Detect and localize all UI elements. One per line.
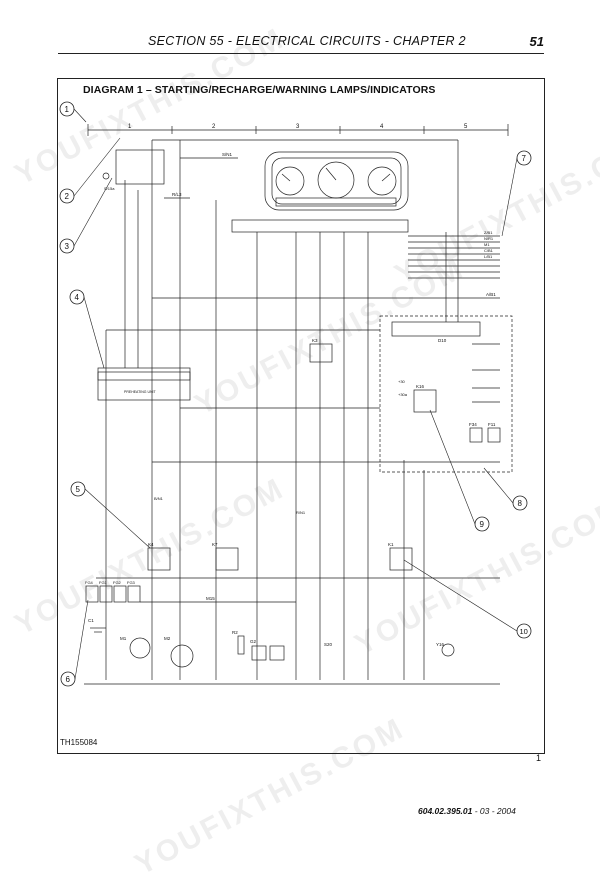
component-label: K7 <box>212 542 218 547</box>
alternator-icon <box>170 644 194 668</box>
diagram-title: DIAGRAM 1 – STARTING/RECHARGE/WARNING LA… <box>83 84 436 96</box>
component-label: R2 <box>232 630 238 635</box>
diagram-frame <box>57 78 545 754</box>
wire-label: M1 <box>484 242 490 247</box>
wire-label: C/B1 <box>484 248 494 253</box>
component-label: Y16 <box>436 642 445 647</box>
component-label: FG1 <box>99 580 108 585</box>
section-title: SECTION 55 - ELECTRICAL CIRCUITS - CHAPT… <box>148 34 466 48</box>
callout-number: 10 <box>520 627 528 636</box>
wire-label: +30a <box>398 392 408 397</box>
component-label: FG3 <box>127 580 136 585</box>
component-label: S/15a <box>104 186 115 191</box>
column-label: 2 <box>212 124 216 130</box>
component-label: M1 <box>120 636 127 641</box>
relay-k7 <box>215 547 239 571</box>
wire-label: S/N1 <box>222 152 233 157</box>
fuse-fg4 <box>85 585 99 603</box>
pressure-switch-icon <box>251 645 267 661</box>
preheating-unit <box>97 367 191 401</box>
relay-block <box>391 321 481 337</box>
gauge-icon <box>367 166 397 196</box>
wire-label: A/B1 <box>486 292 496 297</box>
callout-number: 9 <box>480 520 485 529</box>
component-label: G2 <box>250 639 257 644</box>
component-label: K1 <box>388 542 394 547</box>
component-label: F34 <box>469 422 477 427</box>
callout-number: 4 <box>75 293 80 302</box>
wire-label: N/R1 <box>484 236 494 241</box>
lamp-icon <box>441 643 455 657</box>
callout-number: 6 <box>66 675 71 684</box>
callout-number: 8 <box>518 499 523 508</box>
wire-label: Z/B1 <box>484 230 493 235</box>
callout-number: 2 <box>65 192 70 201</box>
callout-number: 5 <box>76 485 81 494</box>
callout-number: 7 <box>522 154 527 163</box>
page-header: SECTION 55 - ELECTRICAL CIRCUITS - CHAPT… <box>58 34 544 54</box>
component-label: D10 <box>438 338 447 343</box>
component-label: FG2 <box>113 580 122 585</box>
wire-label: R/L3 <box>172 192 182 197</box>
wire-label: B/N1 <box>154 496 164 501</box>
column-label: 5 <box>464 124 468 130</box>
wire-label: L/B1 <box>484 254 493 259</box>
figure-id: TH155084 <box>60 738 98 747</box>
temperature-switch-icon <box>269 645 285 661</box>
starter-motor-icon <box>129 637 151 659</box>
cluster-connector <box>231 219 409 233</box>
resistor-r2 <box>237 635 245 655</box>
fuse-f11 <box>487 427 501 443</box>
page-number: 51 <box>529 34 544 49</box>
callout-number: 1 <box>65 105 70 114</box>
component-label: K16 <box>416 384 425 389</box>
wire-label: M15 <box>206 596 215 601</box>
component-label: S20 <box>324 642 333 647</box>
wire-label: +30 <box>398 379 406 384</box>
fuse-fg2 <box>113 585 127 603</box>
callout-number: 3 <box>65 242 70 251</box>
fuse-fg3 <box>127 585 141 603</box>
relay-k3 <box>309 343 333 363</box>
component-label: M2 <box>164 636 171 641</box>
key-switch <box>115 149 165 185</box>
document-reference: 604.02.395.01 - 03 - 2004 <box>418 806 516 816</box>
fuse-f34 <box>469 427 483 443</box>
document-date: - 03 - 2004 <box>472 806 516 816</box>
column-label: 4 <box>380 124 384 130</box>
component-label: C1 <box>88 618 94 623</box>
component-label: FG4 <box>85 580 94 585</box>
header-rule <box>58 53 544 54</box>
gauge-icon <box>275 166 305 196</box>
component-label: K4 <box>148 542 154 547</box>
sheet-number: 1 <box>536 753 542 763</box>
component-label: F11 <box>488 422 496 427</box>
wiring-schematic: 1 2 3 4 5 1 2 3 4 5 6 7 8 9 10 PREHEATIN… <box>59 101 532 687</box>
relay-k4 <box>147 547 171 571</box>
component-label: K3 <box>312 338 318 343</box>
column-label: 3 <box>296 124 300 130</box>
preheating-unit-label: PREHEATING UNIT <box>124 390 156 394</box>
relay-k16 <box>413 389 437 413</box>
relay-k1 <box>389 547 413 571</box>
wire-label: R/N1 <box>296 510 306 515</box>
document-number: 604.02.395.01 <box>418 806 473 816</box>
instrument-cluster <box>264 151 409 211</box>
column-label: 1 <box>128 124 132 130</box>
